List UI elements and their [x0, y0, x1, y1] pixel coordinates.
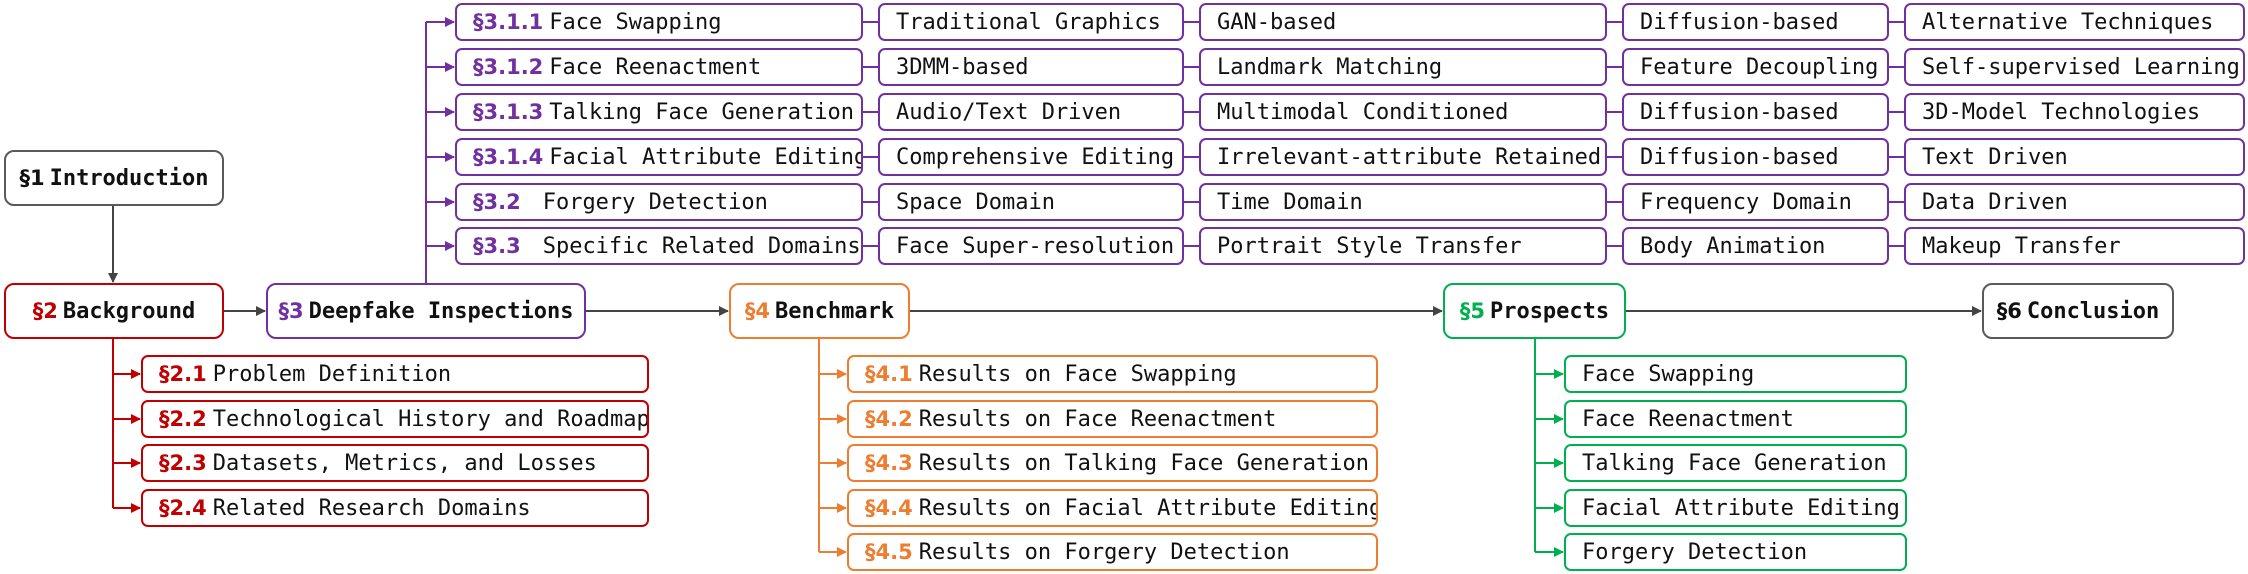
inspection-topic: §3.1.3 Talking Face Generation [455, 93, 863, 131]
prospect-item: Face Swapping [1564, 355, 1907, 393]
topic-section-number: §3.2 [473, 190, 521, 214]
inspection-subitem: 3D-Model Technologies [1904, 93, 2245, 131]
item-label: Results on Face Reenactment [918, 406, 1277, 432]
inspection-subitem: Comprehensive Editing [878, 138, 1184, 176]
topic-section-number: §3.1.3 [473, 100, 544, 124]
node-label: Benchmark [774, 298, 895, 324]
node-conclusion: §6 Conclusion [1982, 283, 2174, 339]
inspection-topic: §3.1.4 Facial Attribute Editing [455, 138, 863, 176]
item-label: Results on Facial Attribute Editing [918, 495, 1378, 521]
benchmark-item: §4.2 Results on Face Reenactment [847, 400, 1378, 438]
item-section-number: §4.1 [865, 362, 913, 386]
item-label: Results on Talking Face Generation [918, 450, 1370, 476]
item-section-number: §2.4 [159, 496, 207, 520]
inspection-subitem: Diffusion-based [1622, 3, 1889, 41]
node-section-number: §5 [1459, 299, 1485, 323]
item-label: Results on Face Swapping [918, 361, 1237, 387]
benchmark-item: §4.5 Results on Forgery Detection [847, 533, 1378, 571]
inspection-topic: §3.2 Forgery Detection [455, 183, 863, 221]
inspection-subitem: Diffusion-based [1622, 138, 1889, 176]
item-section-number: §2.2 [159, 407, 207, 431]
inspection-subitem: Landmark Matching [1199, 48, 1607, 86]
topic-label: Facial Attribute Editing [549, 144, 863, 170]
inspection-subitem: Time Domain [1199, 183, 1607, 221]
topic-section-number: §3.3 [473, 234, 521, 258]
item-section-number: §4.4 [865, 496, 913, 520]
inspection-subitem: Face Super-resolution [878, 227, 1184, 265]
prospect-item: Talking Face Generation [1564, 444, 1907, 482]
item-label: Problem Definition [212, 361, 452, 387]
background-item: §2.2 Technological History and Roadmap [141, 400, 649, 438]
item-label: Datasets, Metrics, and Losses [212, 450, 597, 476]
inspection-subitem: Body Animation [1622, 227, 1889, 265]
benchmark-item: §4.1 Results on Face Swapping [847, 355, 1378, 393]
inspection-subitem: Space Domain [878, 183, 1184, 221]
item-section-number: §4.3 [865, 451, 913, 475]
item-label: Related Research Domains [212, 495, 531, 521]
item-label: Results on Forgery Detection [918, 539, 1290, 565]
node-section-number: §4 [744, 299, 770, 323]
node-label: Prospects [1489, 298, 1610, 324]
inspection-subitem: 3DMM-based [878, 48, 1184, 86]
inspection-subitem: Multimodal Conditioned [1199, 93, 1607, 131]
inspection-subitem: Diffusion-based [1622, 93, 1889, 131]
node-label: Deepfake Inspections [308, 298, 574, 324]
node-label: Background [62, 298, 196, 324]
inspection-subitem: Frequency Domain [1622, 183, 1889, 221]
item-section-number: §2.1 [159, 362, 207, 386]
inspection-subitem: Irrelevant-attribute Retained [1199, 138, 1607, 176]
node-benchmark: §4 Benchmark [729, 283, 910, 339]
inspection-subitem: Text Driven [1904, 138, 2245, 176]
background-item: §2.1 Problem Definition [141, 355, 649, 393]
topic-label: Forgery Detection [542, 189, 768, 215]
topic-section-number: §3.1.2 [473, 55, 544, 79]
benchmark-item: §4.3 Results on Talking Face Generation [847, 444, 1378, 482]
item-label: Technological History and Roadmap [212, 406, 649, 432]
topic-section-number: §3.1.4 [473, 145, 544, 169]
node-introduction: §1 Introduction [4, 150, 224, 206]
node-prospects: §5 Prospects [1443, 283, 1626, 339]
inspection-topic: §3.3 Specific Related Domains [455, 227, 863, 265]
inspection-subitem: Audio/Text Driven [878, 93, 1184, 131]
node-section-number: §2 [32, 299, 58, 323]
inspection-topic: §3.1.1 Face Swapping [455, 3, 863, 41]
inspection-subitem: Makeup Transfer [1904, 227, 2245, 265]
topic-label: Face Swapping [549, 9, 722, 35]
inspection-subitem: Traditional Graphics [878, 3, 1184, 41]
inspection-subitem: Self-supervised Learning [1904, 48, 2245, 86]
topic-label: Face Reenactment [549, 54, 762, 80]
benchmark-item: §4.4 Results on Facial Attribute Editing [847, 489, 1378, 527]
prospect-item: Forgery Detection [1564, 533, 1907, 571]
inspection-subitem: GAN-based [1199, 3, 1607, 41]
node-label: Introduction [49, 165, 209, 191]
node-section-number: §3 [278, 299, 304, 323]
node-background: §2 Background [4, 283, 224, 339]
background-item: §2.4 Related Research Domains [141, 489, 649, 527]
node-section-number: §1 [19, 166, 45, 190]
item-section-number: §4.5 [865, 540, 913, 564]
topic-section-number: §3.1.1 [473, 10, 544, 34]
topic-label: Talking Face Generation [549, 99, 854, 125]
topic-label: Specific Related Domains [542, 233, 861, 259]
prospect-item: Face Reenactment [1564, 400, 1907, 438]
inspection-subitem: Portrait Style Transfer [1199, 227, 1607, 265]
item-section-number: §2.3 [159, 451, 207, 475]
inspection-subitem: Data Driven [1904, 183, 2245, 221]
item-section-number: §4.2 [865, 407, 913, 431]
background-item: §2.3 Datasets, Metrics, and Losses [141, 444, 649, 482]
node-deepfake-inspections: §3 Deepfake Inspections [266, 283, 586, 339]
prospect-item: Facial Attribute Editing [1564, 489, 1907, 527]
node-section-number: §6 [1996, 299, 2022, 323]
node-label: Conclusion [2026, 298, 2160, 324]
inspection-topic: §3.1.2 Face Reenactment [455, 48, 863, 86]
inspection-subitem: Feature Decoupling [1622, 48, 1889, 86]
inspection-subitem: Alternative Techniques [1904, 3, 2245, 41]
